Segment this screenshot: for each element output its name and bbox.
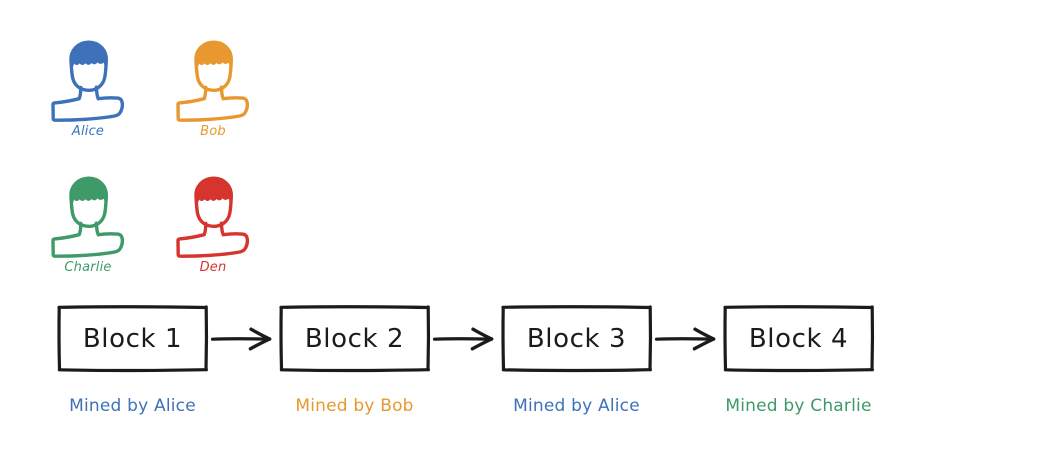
block-title: Block 1 [82,323,183,354]
arrow-right-icon [654,327,724,351]
blockchain-chain: Block 1 Mined by Alice Block 2 Mined by Bob… [56,304,992,454]
block-3[interactable]: Block 3 Mined by Alice [500,304,653,454]
participant-charlie: Charlie [40,168,136,275]
participant-label: Bob [200,124,226,139]
block-title: Block 2 [304,323,405,354]
arrow-right-icon [210,327,280,351]
block-title: Block 3 [526,323,627,354]
block-title: Block 4 [748,323,849,354]
arrow-right-icon [432,327,502,351]
participant-label: Alice [71,124,105,139]
block-box[interactable]: Block 2 [278,304,431,373]
block-miner-caption: Mined by Charlie [725,396,872,416]
participant-den: Den [165,168,261,275]
block-miner-caption: Mined by Bob [295,396,414,416]
participant-bob: Bob [165,32,261,139]
participant-alice: Alice [40,32,136,139]
block-4[interactable]: Block 4 Mined by Charlie [722,304,875,454]
block-miner-caption: Mined by Alice [69,396,196,416]
block-2[interactable]: Block 2 Mined by Bob [278,304,431,454]
block-box[interactable]: Block 3 [500,304,653,373]
block-box[interactable]: Block 4 [722,304,875,373]
person-icon [165,32,261,128]
block-box[interactable]: Block 1 [56,304,209,373]
participant-label: Den [199,260,227,275]
person-icon [165,168,261,264]
block-miner-caption: Mined by Alice [513,396,640,416]
person-icon [40,32,136,128]
block-1[interactable]: Block 1 Mined by Alice [56,304,209,454]
participant-label: Charlie [64,260,112,275]
person-icon [40,168,136,264]
